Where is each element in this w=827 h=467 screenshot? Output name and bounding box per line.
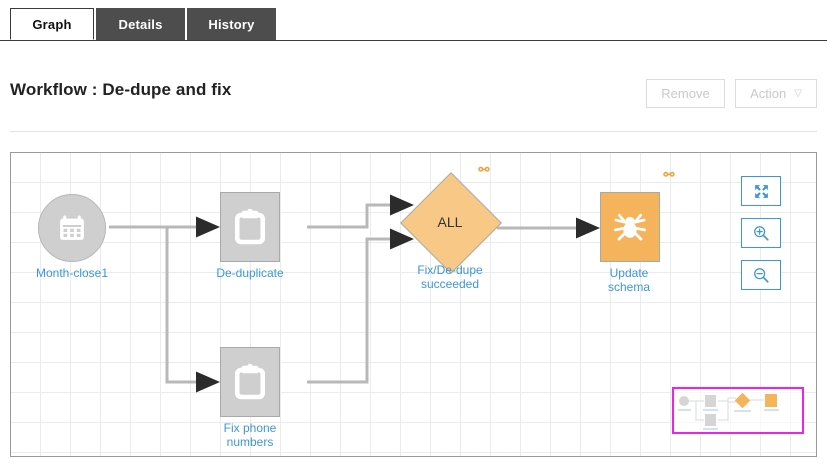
zoom-out-icon xyxy=(754,268,769,283)
minimap-thumbnail xyxy=(678,392,779,430)
node-fix-phone-numbers-shape[interactable] xyxy=(220,347,280,417)
fit-screen-button[interactable] xyxy=(741,176,781,206)
edge-monthclose-fixphone xyxy=(165,227,220,393)
edge-dedupe-diamond xyxy=(307,194,414,229)
node-month-close1-shape[interactable] xyxy=(38,194,106,262)
node-update-schema-shape[interactable] xyxy=(600,192,660,262)
zoom-out-button[interactable] xyxy=(741,260,781,290)
calendar-icon xyxy=(60,215,84,240)
action-dropdown-button[interactable]: Action ▽ xyxy=(735,79,817,108)
edge-fixphone-diamond xyxy=(307,228,414,384)
tab-bar-underline xyxy=(0,40,827,41)
workflow-graph-canvas[interactable]: Month-close1 De-duplicate Fix phone numb… xyxy=(10,152,817,457)
tab-graph[interactable]: Graph xyxy=(10,8,94,40)
node-fix-dedupe-label[interactable]: Fix/De-dupe succeeded xyxy=(417,263,483,291)
link-icon: ⚯ xyxy=(478,162,490,177)
clipboard-icon xyxy=(235,363,265,400)
link-icon: ⚯ xyxy=(663,167,675,182)
zoom-in-icon xyxy=(754,226,769,241)
node-fix-dedupe-shape[interactable] xyxy=(400,172,502,274)
page-title: Workflow : De-dupe and fix xyxy=(10,80,232,99)
action-button-label: Action xyxy=(750,86,787,101)
clipboard-icon xyxy=(235,208,265,245)
chevron-down-icon: ▽ xyxy=(794,87,802,99)
expand-arrows-icon xyxy=(754,184,768,198)
node-fix-dedupe-succeeded[interactable]: ALL Fix/De-dupe succeeded ⚯ xyxy=(400,163,502,291)
node-de-duplicate[interactable]: De-duplicate xyxy=(216,192,284,280)
node-update-schema-label[interactable]: Update schema xyxy=(607,266,651,294)
tab-details[interactable]: Details xyxy=(96,8,185,40)
node-month-close1-label[interactable]: Month-close1 xyxy=(35,266,109,280)
minimap-viewport[interactable] xyxy=(672,387,804,434)
tab-bar: Graph Details History xyxy=(0,0,827,41)
node-fix-phone-numbers-label[interactable]: Fix phone numbers xyxy=(223,421,277,449)
tab-history[interactable]: History xyxy=(187,8,276,40)
remove-button-label: Remove xyxy=(661,86,710,101)
edge-layer xyxy=(109,194,600,393)
node-update-schema[interactable]: Update schema ⚯ xyxy=(600,168,674,294)
node-de-duplicate-shape[interactable] xyxy=(220,192,280,262)
zoom-in-button[interactable] xyxy=(741,218,781,248)
remove-button[interactable]: Remove xyxy=(646,79,725,108)
node-fix-phone-numbers[interactable]: Fix phone numbers xyxy=(220,347,280,449)
header-divider xyxy=(10,131,817,132)
node-de-duplicate-label[interactable]: De-duplicate xyxy=(216,266,284,280)
node-month-close1[interactable]: Month-close1 xyxy=(36,194,108,280)
spider-icon xyxy=(613,213,647,241)
